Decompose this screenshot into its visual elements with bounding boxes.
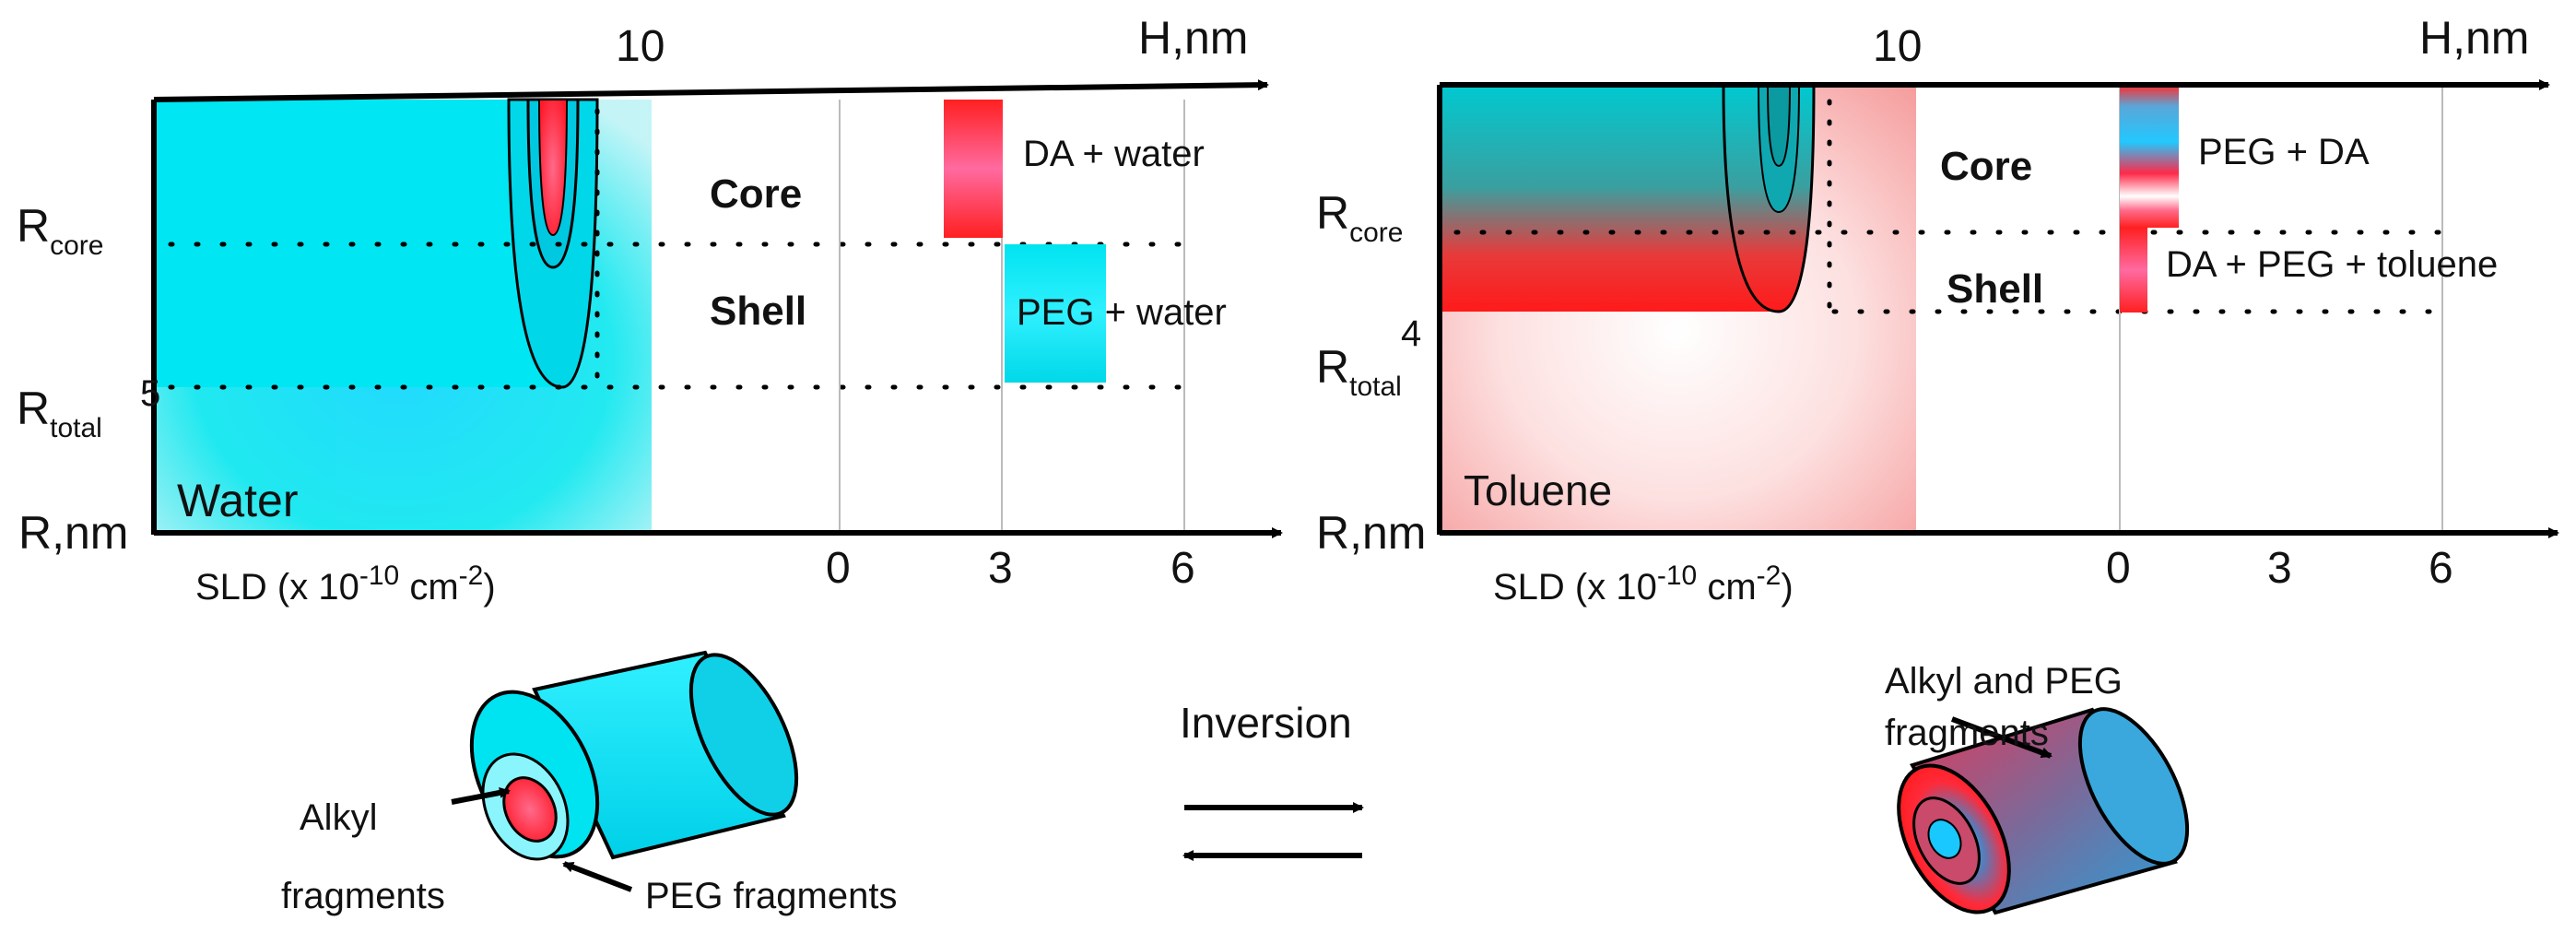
left-shell-composition: PEG + water [1017, 292, 1227, 333]
right-sld-tick-6: 6 [2429, 544, 2453, 593]
right-cylinder-arrow [1950, 716, 2053, 759]
right-sld-label: SLD (x 10-10 cm-2) [1493, 560, 1794, 608]
left-sld-tick-6: 6 [1170, 544, 1195, 593]
left-core-composition: DA + water [1023, 134, 1205, 174]
right-cylinder-icon [1897, 707, 2190, 915]
right-h-axis-label: H,nm [2419, 12, 2529, 64]
left-shell-label: Shell [710, 289, 806, 334]
left-rtotal-value: 5 [140, 373, 160, 414]
peg-arrow [562, 861, 633, 892]
left-h-axis [153, 79, 1269, 102]
right-rcore-label: Rcore [1316, 187, 1403, 248]
left-alkyl-label-line1: Alkyl [300, 797, 377, 838]
left-peg-label: PEG fragments [645, 876, 897, 916]
left-h-axis-label: H,nm [1138, 12, 1248, 64]
bottom-section: Alkyl fragments PEG fragments Inversion … [281, 650, 2190, 916]
inversion-label: Inversion [1180, 699, 1352, 747]
right-rtotal-value: 4 [1401, 313, 1421, 354]
left-core-sld-bar [944, 100, 1003, 238]
right-medium-label: Toluene [1464, 466, 1612, 514]
left-r-axis-label: R,nm [18, 507, 128, 559]
right-shell-composition: DA + PEG + toluene [2166, 244, 2498, 285]
left-core-label: Core [710, 171, 802, 217]
toluene-micelle-slab [1440, 85, 1794, 312]
left-sld-label: SLD (x 10-10 cm-2) [195, 560, 496, 608]
left-rcore-label: Rcore [17, 200, 103, 261]
right-sld-tick-3: 3 [2267, 544, 2292, 593]
left-sld-tick-3: 3 [988, 544, 1013, 593]
right-callout-line1: Alkyl and PEG [1885, 661, 2123, 702]
right-h-tick-10: 10 [1873, 22, 1922, 71]
right-core-composition: PEG + DA [2198, 132, 2370, 172]
right-sld-bar-lower [2120, 228, 2147, 313]
left-h-tick-10: 10 [616, 22, 665, 71]
right-sld-tick-0: 0 [2106, 544, 2131, 593]
right-core-cut-inner [1766, 84, 1792, 168]
right-r-axis-label: R,nm [1316, 507, 1426, 559]
left-cylinder-icon [469, 650, 799, 861]
left-alkyl-label-line2: fragments [281, 876, 445, 916]
right-panel: H,nm 10 R,nm Rcore Rtotal 4 Toluene SLD … [1316, 12, 2559, 608]
left-shell-sld-bar [1005, 244, 1106, 383]
right-core-label: Core [1940, 144, 2032, 189]
left-sld-tick-0: 0 [826, 544, 851, 593]
left-medium-label: Water [177, 475, 299, 526]
left-rtotal-label: Rtotal [17, 383, 102, 443]
right-callout-line2: fragments [1885, 713, 2049, 753]
right-rtotal-label: Rtotal [1316, 341, 1402, 402]
right-shell-label: Shell [1947, 266, 2043, 312]
alkyl-arrow [451, 787, 511, 805]
water-micelle-slab [154, 100, 566, 387]
right-sld-bar [2120, 85, 2179, 228]
left-panel: H,nm 10 R,nm Rcore Rtotal 5 Water SLD (x… [17, 12, 1283, 608]
left-core-cut [537, 99, 569, 237]
